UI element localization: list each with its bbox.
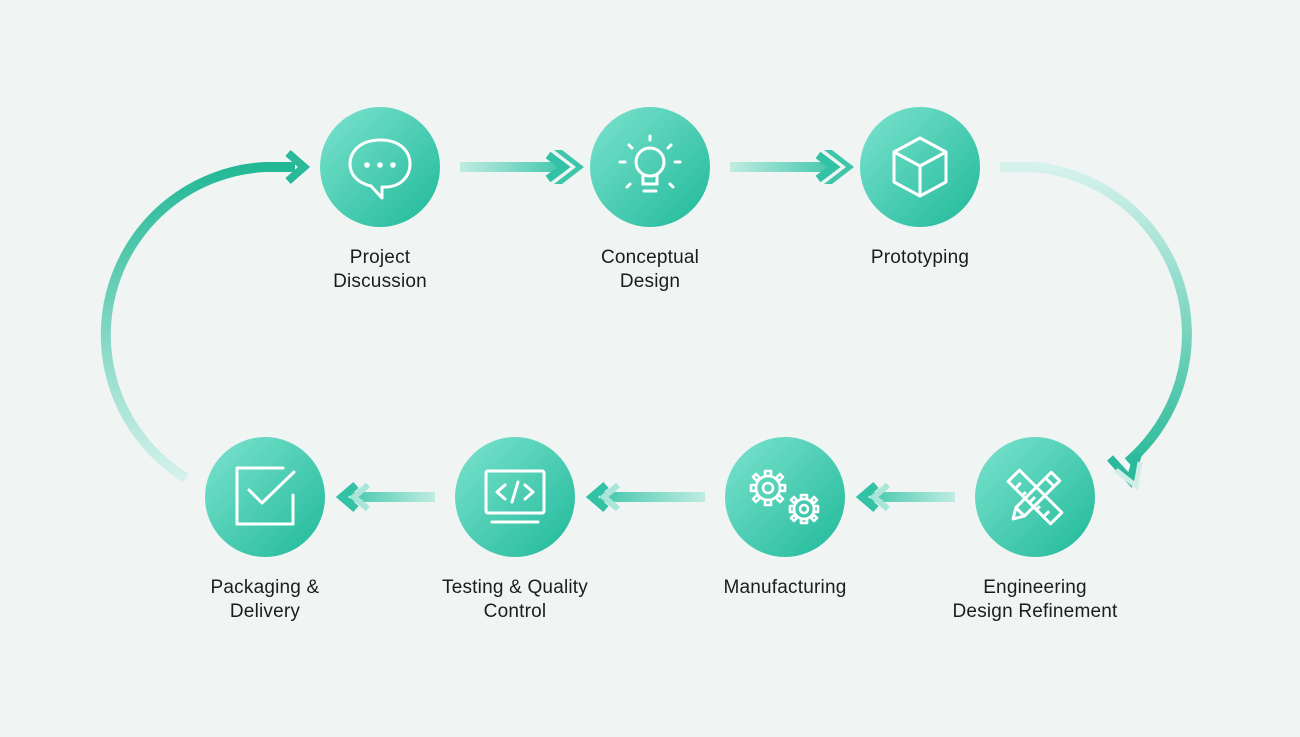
chat-bubble-icon (348, 138, 412, 200)
label-line: Control (483, 601, 547, 622)
step-engineering-design-refinement (975, 437, 1095, 557)
label-line: Delivery (229, 601, 301, 622)
large-gear (749, 469, 787, 507)
label-prototyping: Prototyping (800, 246, 1040, 270)
label-line: Engineering (983, 577, 1087, 598)
step-manufacturing (725, 437, 845, 557)
flow-arrows (100, 149, 1192, 513)
arrow-prototyping-to-engineering (1000, 162, 1192, 491)
step-conceptual-design (590, 107, 710, 227)
label-engineering-design-refinement: Engineering Design Refinement (915, 576, 1155, 624)
pencil-ruler-icon (1006, 468, 1064, 526)
cube-icon (892, 136, 948, 198)
code-monitor-icon (484, 469, 546, 524)
label-packaging-delivery: Packaging & Delivery (145, 576, 385, 624)
arrow-discussion-to-conceptual (460, 150, 584, 184)
label-conceptual-design: Conceptual Design (530, 246, 770, 294)
step-project-discussion (320, 107, 440, 227)
label-line: Prototyping (870, 247, 970, 268)
arrow-engineering-to-manufacturing (855, 481, 955, 513)
arrow-manufacturing-to-testing (585, 481, 705, 513)
step-testing-quality-control (455, 437, 575, 557)
label-line: Design Refinement (952, 601, 1118, 622)
label-line: Discussion (333, 271, 427, 292)
arrow-conceptual-to-prototyping (730, 150, 854, 184)
label-testing-quality-control: Testing & Quality Control (395, 576, 635, 624)
arrow-testing-to-packaging (335, 481, 435, 513)
label-manufacturing: Manufacturing (665, 576, 905, 600)
step-prototyping (860, 107, 980, 227)
label-line: Design (619, 271, 681, 292)
step-packaging-delivery (205, 437, 325, 557)
gears-icon (749, 469, 820, 525)
checkbox-icon (235, 466, 296, 526)
label-project-discussion: Project Discussion (260, 246, 500, 294)
label-line: Conceptual (600, 247, 700, 268)
label-line: Project (349, 247, 411, 268)
small-gear (788, 493, 820, 525)
label-line: Manufacturing (723, 577, 847, 598)
lightbulb-icon (618, 134, 682, 193)
label-line: Testing & Quality (442, 577, 588, 598)
arrow-packaging-to-discussion (100, 149, 311, 483)
label-line: Packaging & (210, 577, 320, 598)
